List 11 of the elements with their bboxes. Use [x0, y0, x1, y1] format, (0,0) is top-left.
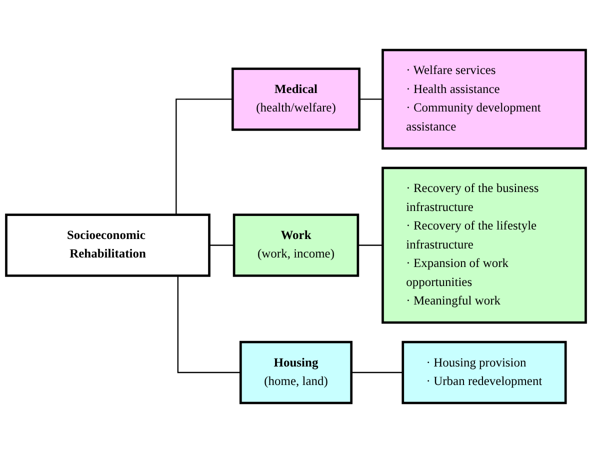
node-box: · Recovery of the business infrastructure · Recovery of the lifestyle infrastructure · Expansion of work opportunities · Meaningful work [382, 166, 587, 324]
node-box: Housing (home, land) [239, 340, 353, 404]
connector [209, 244, 234, 246]
node-box: · Welfare services · Health assistance · Community development assistance [382, 48, 587, 150]
node-box: Work (work, income) [232, 214, 360, 277]
node-box: Socioeconomic Rehabilitation [5, 214, 210, 277]
node-box: · Housing provision · Urban redevelopment [402, 340, 567, 404]
connector [359, 98, 383, 100]
connector [358, 244, 383, 246]
connector [351, 372, 403, 374]
node-box: Medical (health/welfare) [232, 68, 360, 131]
